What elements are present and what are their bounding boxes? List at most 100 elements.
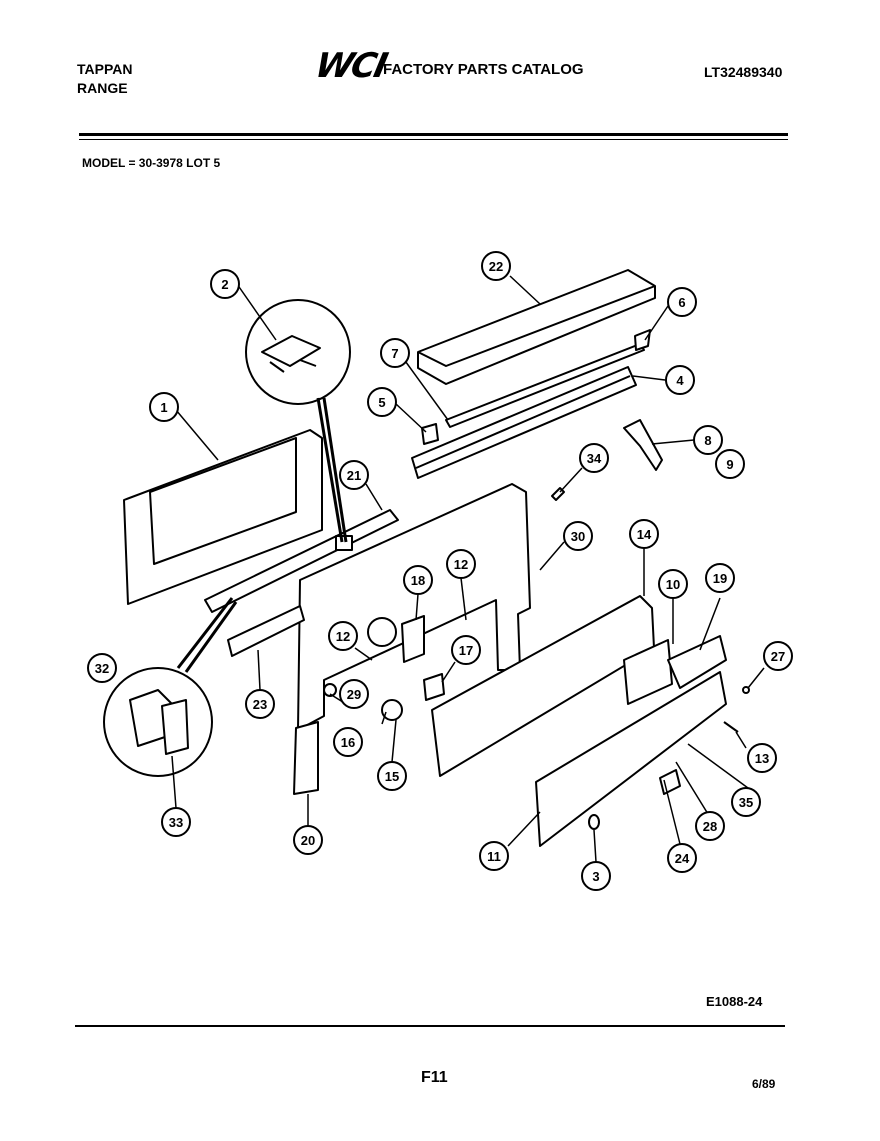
callout-34: 34: [579, 443, 609, 473]
part-knob: [659, 769, 681, 795]
part-bracket: [421, 423, 439, 445]
callout-circle: [210, 269, 240, 299]
part-lower-panel: [535, 671, 727, 847]
callout-35: 35: [731, 787, 761, 817]
callout-10: 10: [658, 569, 688, 599]
callout-8: 8: [693, 425, 723, 455]
part-strip: [227, 605, 305, 657]
callout-number: 8: [704, 433, 711, 448]
callout-17: 17: [451, 635, 481, 665]
header-rule: [79, 133, 788, 136]
catalog-date: 6/89: [752, 1077, 776, 1091]
callout-number: 32: [95, 661, 109, 676]
callout-3: 3: [581, 861, 611, 891]
callout-circle: [339, 679, 369, 709]
catalog-title: FACTORY PARTS CATALOG: [383, 61, 584, 78]
callout-number: 22: [489, 259, 503, 274]
callout-21: 21: [339, 460, 369, 490]
callout-circle: [581, 861, 611, 891]
callout-circle: [403, 565, 433, 595]
callout-number: 27: [771, 649, 785, 664]
callout-22: 22: [481, 251, 511, 281]
callout-9: 9: [715, 449, 745, 479]
callout-circle: [705, 563, 735, 593]
callout-number: 12: [454, 557, 468, 572]
part-timer: [623, 639, 673, 705]
part-thermostat-bulb: [367, 617, 397, 647]
footer-rule: [75, 1025, 785, 1027]
callout-circle: [149, 392, 179, 422]
callout-16: 16: [333, 727, 363, 757]
callout-number: 6: [678, 295, 685, 310]
callout-number: 19: [713, 571, 727, 586]
callout-14: 14: [629, 519, 659, 549]
callout-20: 20: [293, 825, 323, 855]
callout-32: 32: [87, 653, 117, 683]
callout-11: 11: [479, 841, 509, 871]
callout-number: 14: [637, 527, 652, 542]
callout-circle: [658, 569, 688, 599]
callout-circle: [377, 761, 407, 791]
part-grommet: [323, 683, 337, 697]
callout-number: 29: [347, 687, 361, 702]
parts-drawing: [103, 269, 750, 847]
part-foot: [588, 814, 600, 830]
callout-number: 21: [347, 468, 361, 483]
catalog-number: LT32489340: [704, 64, 783, 80]
part-screw-13: [723, 721, 739, 733]
callout-5: 5: [367, 387, 397, 417]
callout-30: 30: [563, 521, 593, 551]
callout-circle: [87, 653, 117, 683]
callout-number: 10: [666, 577, 680, 592]
callout-number: 3: [592, 869, 599, 884]
callout-circle: [245, 689, 275, 719]
callout-33: 33: [161, 807, 191, 837]
callout-27: 27: [763, 641, 793, 671]
page-number: F11: [421, 1069, 448, 1086]
part-screw-27: [742, 686, 750, 694]
callout-number: 17: [459, 643, 473, 658]
callout-circle: [629, 519, 659, 549]
callout-number: 5: [378, 395, 385, 410]
callout-circle: [161, 807, 191, 837]
callout-18: 18: [403, 565, 433, 595]
callout-number: 9: [726, 457, 733, 472]
callout-number: 7: [391, 346, 398, 361]
callout-circle: [451, 635, 481, 665]
callout-number: 13: [755, 751, 769, 766]
callout-circle: [293, 825, 323, 855]
callout-circle: [367, 387, 397, 417]
callout-number: 18: [411, 573, 425, 588]
callout-number: 15: [385, 769, 399, 784]
callout-circle: [695, 811, 725, 841]
callout-4: 4: [665, 365, 695, 395]
part-frame-leg: [293, 721, 319, 795]
model-line: MODEL = 30-3978 LOT 5: [82, 156, 221, 170]
callout-circle: [747, 743, 777, 773]
callout-number: 2: [221, 277, 228, 292]
callout-number: 33: [169, 815, 183, 830]
callout-24: 24: [667, 843, 697, 873]
callout-number: 4: [676, 373, 684, 388]
callout-circle: [731, 787, 761, 817]
brand-block: TAPPAN RANGE: [77, 60, 132, 98]
part-valve: [381, 699, 403, 721]
part-top-trim: [417, 269, 656, 385]
callout-number: 1: [160, 400, 167, 415]
callout-number: 16: [341, 735, 355, 750]
callout-circle: [693, 425, 723, 455]
callout-number: 24: [675, 851, 690, 866]
part-back-panel: [123, 429, 323, 605]
callout-circle: [328, 621, 358, 651]
callout-circle: [380, 338, 410, 368]
callout-circle: [579, 443, 609, 473]
callout-28: 28: [695, 811, 725, 841]
brand-name: TAPPAN: [77, 61, 133, 77]
callout-7: 7: [380, 338, 410, 368]
callout-circle: [333, 727, 363, 757]
callout-circle: [665, 365, 695, 395]
callout-13: 13: [747, 743, 777, 773]
callout-circle: [446, 549, 476, 579]
callout-number: 34: [587, 451, 602, 466]
